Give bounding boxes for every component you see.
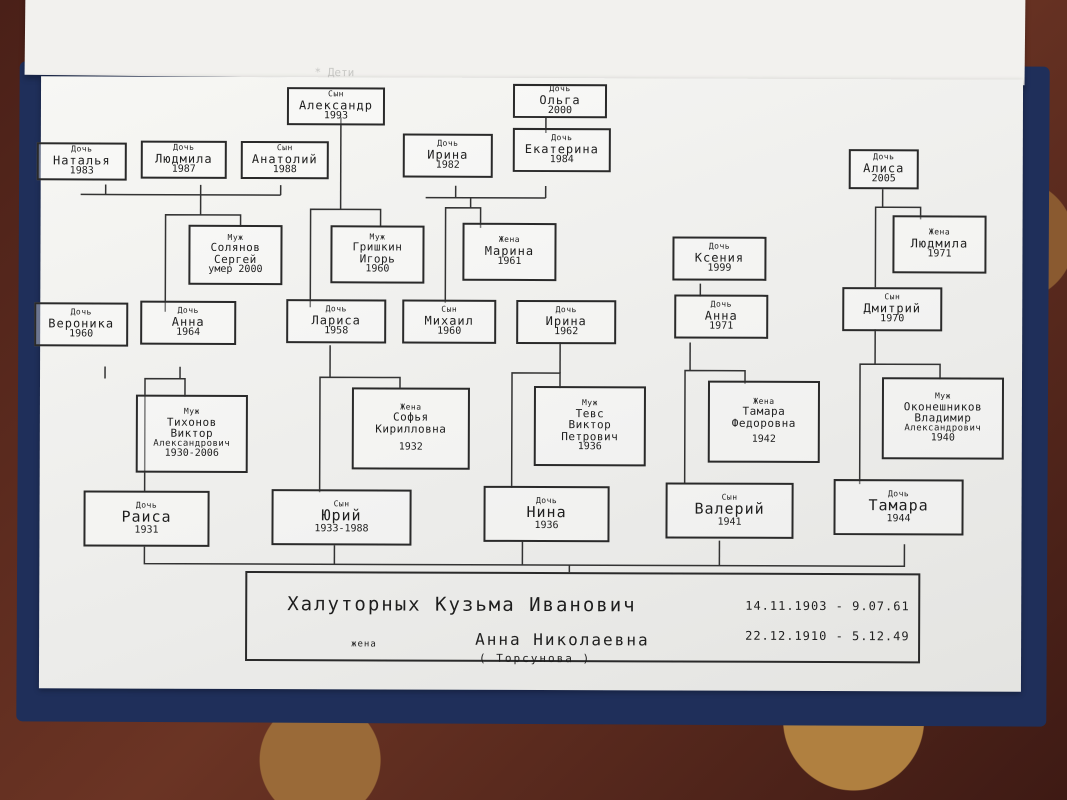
person-box-kseniya: Дочь Ксения 1999 [672, 236, 767, 281]
person-box-anatoliy: Сын Анатолий 1988 [240, 140, 329, 180]
person-box-yuriy: Сын Юрий 1933-1988 [271, 489, 412, 546]
root-couple-box: Халуторных Кузьма Иванович 14.11.1903 - … [245, 571, 921, 666]
root-name: Халуторных Кузьма Иванович [287, 593, 637, 617]
birth-year: 1942 [751, 434, 776, 446]
person-box-irina-1982: Дочь Ирина 1982 [402, 133, 493, 178]
birth-year: 2005 [871, 173, 896, 185]
person-name: Юрий [321, 506, 362, 525]
birth-year: 1958 [324, 325, 349, 337]
birth-year: 1970 [880, 313, 905, 325]
patronymic: Кирилловна [375, 422, 447, 436]
person-box-nina: Дочь Нина 1936 [483, 485, 610, 543]
birth-year: 1941 [717, 516, 742, 528]
birth-year: 1960 [69, 328, 94, 340]
person-box-raisa: Дочь Раиса 1931 [83, 490, 210, 547]
person-name: Тамара [868, 496, 929, 515]
birth-year: 1988 [272, 164, 297, 176]
family-tree-sheet: Дочь Наталья 1983 Дочь Людмила 1987 Сын … [34, 76, 1024, 692]
person-name: Валерий [694, 499, 765, 518]
person-box-larisa: Дочь Лариса 1958 [286, 299, 387, 344]
birth-year: 1987 [171, 163, 196, 176]
wife-maiden-name: ( Торсунова ) [479, 651, 592, 666]
person-box-veronika: Дочь Вероника 1960 [34, 302, 129, 347]
person-box-anna-1964: Дочь Анна 1964 [140, 300, 237, 345]
person-box-dmitriy: Сын Дмитрий 1970 [842, 287, 943, 332]
birth-year: 1936 [534, 519, 559, 531]
birth-year: 1960 [365, 263, 390, 275]
birth-year: 1944 [886, 513, 911, 525]
birth-year: 1982 [435, 159, 460, 171]
birth-year: 1931 [134, 524, 159, 536]
person-name: Нина [526, 503, 567, 522]
birth-year: 1964 [176, 326, 201, 339]
birth-year: 1999 [707, 262, 732, 274]
person-box-lyudmila: Дочь Людмила 1987 [140, 140, 227, 179]
birth-year: 2000 [547, 105, 573, 117]
birth-year: 1971 [709, 320, 734, 332]
person-box-marina: Жена Марина 1961 [462, 222, 557, 282]
person-box-valeriy: Сын Валерий 1941 [665, 482, 794, 539]
birth-year: 1971 [927, 248, 952, 260]
wife-name: Анна Николаевна [475, 629, 650, 650]
person-box-okoneshnikov: Муж Оконешников Владимир Александрович 1… [881, 377, 1005, 460]
person-box-tikhonov: Муж Тихонов Виктор Александрович 1930-20… [135, 394, 248, 474]
person-name: Раиса [121, 507, 172, 526]
patronymic: Федоровна [731, 416, 796, 430]
person-box-sofya: Жена Софья Кирилловна 1932 [351, 387, 470, 470]
person-box-olga: Дочь Ольга 2000 [512, 83, 608, 119]
person-box-irina-1962: Дочь Ирина 1962 [516, 299, 617, 345]
life-years: 1933-1988 [314, 523, 369, 535]
person-box-anna-1971: Дочь Анна 1971 [674, 294, 769, 339]
death-note: умер 2000 [208, 264, 263, 276]
person-box-tamara-fedorovna: Жена Тамара Федоровна 1942 [707, 380, 821, 464]
root-dates: 14.11.1903 - 9.07.61 [745, 598, 910, 614]
birth-year: 1940 [930, 432, 955, 444]
wife-label: жена [351, 639, 377, 650]
birth-year: 1932 [398, 442, 423, 454]
person-box-grishkin: Муж Гришкин Игорь 1960 [330, 225, 425, 284]
person-box-mikhail: Сын Михаил 1960 [402, 299, 497, 344]
birth-year: 1984 [549, 154, 574, 166]
birth-year: 1960 [437, 325, 462, 337]
person-box-ekaterina: Дочь Екатерина 1984 [512, 127, 611, 173]
birth-year: 1983 [69, 165, 94, 177]
person-box-alisa: Дочь Алиса 2005 [848, 149, 919, 190]
person-box-tamara: Дочь Тамара 1944 [833, 479, 964, 536]
previous-page: * Дети [24, 0, 1026, 86]
person-box-tevs: Муж Тевс Виктор Петрович 1936 [533, 386, 646, 467]
life-years: 1930-2006 [164, 447, 219, 460]
wife-dates: 22.12.1910 - 5.12.49 [745, 628, 910, 644]
birth-year: 1961 [497, 256, 522, 268]
person-box-lyudmila-wife: Жена Людмила 1971 [892, 215, 987, 274]
birth-year: 1993 [323, 110, 349, 122]
person-box-aleksandr: Сын Александр 1993 [286, 87, 386, 126]
birth-year: 1936 [577, 441, 602, 453]
person-box-natalya: Дочь Наталья 1983 [36, 142, 127, 181]
person-box-solyanov: Муж Солянов Сергей умер 2000 [188, 224, 283, 286]
birth-year: 1962 [554, 326, 579, 338]
